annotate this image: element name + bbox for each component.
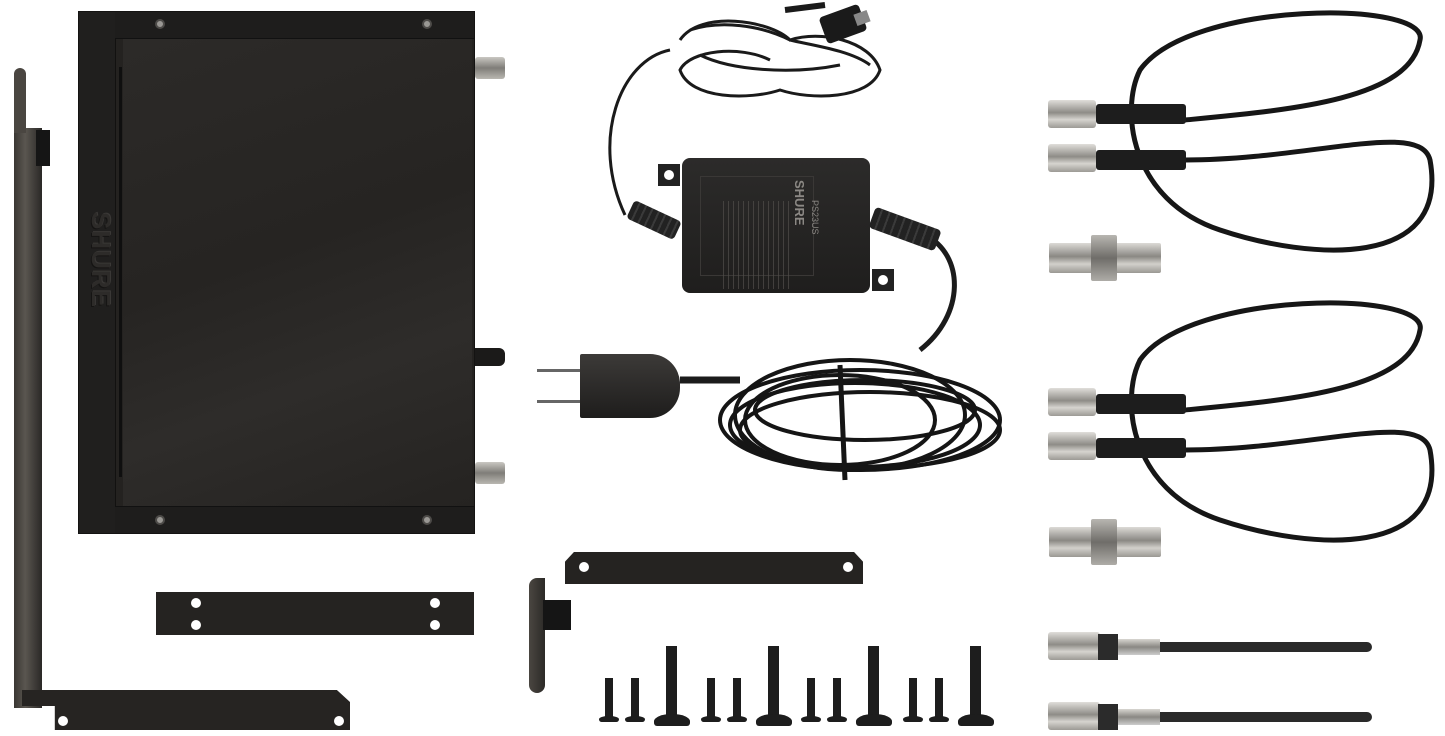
receiver-bottom-rail bbox=[115, 506, 474, 533]
ac-plug bbox=[535, 352, 685, 422]
rack-ear-short-bar bbox=[565, 552, 863, 584]
adapter-fineprint bbox=[723, 201, 793, 289]
antenna-collar bbox=[1098, 634, 1118, 660]
bnc-cable-plug bbox=[1048, 144, 1096, 172]
receiver-brand-mark: SHURE bbox=[86, 212, 116, 309]
bridge-plate-hole bbox=[191, 598, 201, 608]
rack-ear-short-flange bbox=[529, 578, 545, 693]
antenna-bnc-plug bbox=[1048, 632, 1100, 660]
rack-ear-short-hole bbox=[579, 562, 589, 572]
receiver-screw bbox=[422, 515, 432, 525]
screw-short bbox=[929, 678, 949, 722]
power-adapter: SHURE PS23US bbox=[658, 158, 894, 293]
bnc-cable-plug bbox=[1048, 100, 1096, 128]
bnc-cable-boot bbox=[1096, 394, 1186, 414]
adapter-mount-tab bbox=[872, 269, 894, 291]
antenna-rod bbox=[1160, 712, 1372, 722]
antenna-collar bbox=[1098, 704, 1118, 730]
antenna bbox=[1048, 700, 1373, 736]
bnc-cable-boot bbox=[1096, 104, 1186, 124]
adapter-label bbox=[700, 176, 814, 289]
plug-body bbox=[580, 354, 680, 418]
receiver-unit: SHURE bbox=[78, 11, 475, 534]
rack-ear-short bbox=[525, 550, 865, 695]
rack-ear-hole bbox=[58, 716, 68, 726]
antenna-joint bbox=[1118, 709, 1160, 725]
coupler-nut bbox=[1091, 519, 1117, 565]
bnc-coupler bbox=[1049, 235, 1161, 281]
receiver-top-rail bbox=[115, 12, 474, 39]
screw-long bbox=[855, 646, 892, 726]
screw-short bbox=[801, 678, 821, 722]
screw-short bbox=[903, 678, 923, 722]
screw-short bbox=[599, 678, 619, 722]
adapter-mount-tab bbox=[658, 164, 680, 186]
screw-long bbox=[653, 646, 690, 726]
rack-ear-short-hole bbox=[843, 562, 853, 572]
screw-long bbox=[957, 646, 994, 726]
plug-prong bbox=[537, 369, 582, 372]
rack-ear-long bbox=[8, 68, 353, 735]
mount-hole bbox=[664, 170, 674, 180]
adapter-model: PS23US bbox=[810, 200, 820, 235]
antenna-rod bbox=[1160, 642, 1372, 652]
bridge-plate-hole bbox=[430, 620, 440, 630]
bnc-cable-boot bbox=[1096, 150, 1186, 170]
power-adapter-cords bbox=[608, 2, 1002, 481]
receiver-screw bbox=[155, 515, 165, 525]
receiver-screw bbox=[422, 19, 432, 29]
screw-short bbox=[727, 678, 747, 722]
antenna bbox=[1048, 630, 1373, 666]
bnc-cables bbox=[1128, 10, 1435, 543]
bridge-plate-hole bbox=[430, 598, 440, 608]
bridge-plate bbox=[156, 592, 474, 635]
receiver-latch bbox=[475, 348, 505, 366]
plug-prong bbox=[537, 400, 582, 403]
receiver-top-panel bbox=[123, 39, 472, 506]
rack-ear-hole bbox=[334, 716, 344, 726]
antenna-joint bbox=[1118, 639, 1160, 655]
rack-ear-short-nut bbox=[543, 600, 571, 630]
rack-ear-vertical-bar bbox=[14, 128, 42, 708]
bnc-coupler bbox=[1049, 519, 1161, 565]
bridge-plate-hole bbox=[191, 620, 201, 630]
receiver-bnc-jack-b bbox=[475, 462, 505, 484]
receiver-screw bbox=[155, 19, 165, 29]
screw-long bbox=[755, 646, 792, 726]
bnc-cable-boot bbox=[1096, 438, 1186, 458]
screw-short bbox=[625, 678, 645, 722]
coupler-nut bbox=[1091, 235, 1117, 281]
screw-short bbox=[701, 678, 721, 722]
receiver-slot bbox=[119, 67, 122, 477]
mount-hole bbox=[878, 275, 888, 285]
receiver-bnc-jack-a bbox=[475, 57, 505, 79]
rack-ear-tab bbox=[14, 68, 26, 133]
receiver-front-panel: SHURE bbox=[79, 12, 116, 533]
bnc-cable-plug bbox=[1048, 432, 1096, 460]
screw-short bbox=[827, 678, 847, 722]
bnc-cable-plug bbox=[1048, 388, 1096, 416]
rack-ear-nut bbox=[36, 130, 50, 166]
antenna-bnc-plug bbox=[1048, 702, 1100, 730]
adapter-brand-mark: SHURE bbox=[792, 180, 807, 226]
rack-ear-foot bbox=[22, 690, 350, 730]
